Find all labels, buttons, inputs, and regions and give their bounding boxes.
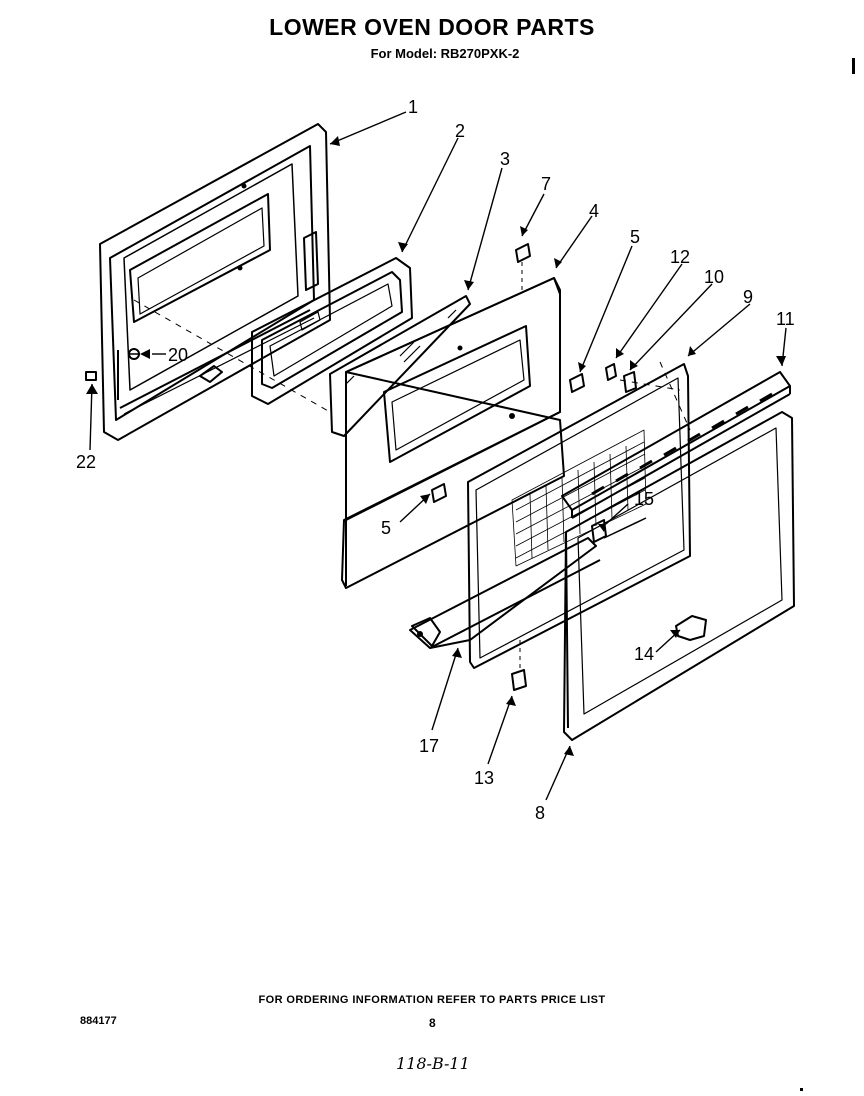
- callout-7: 7: [541, 174, 551, 194]
- callout-arrowheads: [86, 136, 786, 756]
- part-outer-frame: [563, 411, 795, 741]
- part-spacer-12: [605, 363, 617, 381]
- callout-11: 11: [776, 309, 795, 329]
- page-title: LOWER OVEN DOOR PARTS: [269, 14, 595, 40]
- alignment-lines: [133, 299, 691, 431]
- ordering-note: FOR ORDERING INFORMATION REFER TO PARTS …: [258, 994, 606, 1006]
- callout-5-lower: 5: [381, 518, 391, 538]
- callout-20: 20: [168, 345, 188, 365]
- part-inner-liner: [341, 277, 565, 589]
- part-screw-22: [85, 371, 97, 381]
- part-top-trim: [561, 371, 791, 519]
- handwritten-note: 118-B-11: [396, 1054, 470, 1073]
- scan-edge-mark: [852, 58, 855, 74]
- callout-9: 9: [743, 287, 753, 307]
- part-glass-pane: [329, 295, 471, 437]
- part-screw-20: [128, 348, 140, 360]
- callout-1: 1: [408, 97, 418, 117]
- part-clip-7: [515, 243, 531, 290]
- callout-22: 22: [76, 452, 96, 472]
- part-hinge-bracket: [675, 615, 707, 641]
- part-clip-13: [511, 640, 527, 691]
- callout-2: 2: [455, 121, 465, 141]
- scan-speck: [800, 1088, 803, 1091]
- part-door-gasket: [251, 257, 413, 405]
- document-number: 884177: [80, 1015, 117, 1027]
- callout-3: 3: [500, 149, 510, 169]
- callout-leaders: [89, 111, 787, 801]
- part-outer-door-panel: [99, 123, 331, 441]
- callout-12: 12: [670, 247, 690, 267]
- callout-13: 13: [474, 768, 494, 788]
- callout-8: 8: [535, 803, 545, 823]
- part-clip-5-lower: [431, 483, 447, 503]
- vent-mesh: [511, 429, 647, 567]
- callout-17: 17: [419, 736, 439, 756]
- page-number: 8: [429, 1016, 436, 1030]
- part-hinge-clip: [591, 517, 647, 543]
- part-bracket-10: [623, 371, 637, 393]
- callout-14: 14: [634, 644, 654, 664]
- callout-5-upper: 5: [630, 227, 640, 247]
- model-line: For Model: RB270PXK-2: [370, 46, 520, 61]
- callout-10: 10: [704, 267, 724, 287]
- callout-15: 15: [634, 489, 654, 509]
- part-clip-5-upper: [569, 373, 585, 393]
- part-bottom-trim: [409, 537, 601, 649]
- callout-4: 4: [589, 201, 599, 221]
- part-outer-glass: [467, 363, 691, 669]
